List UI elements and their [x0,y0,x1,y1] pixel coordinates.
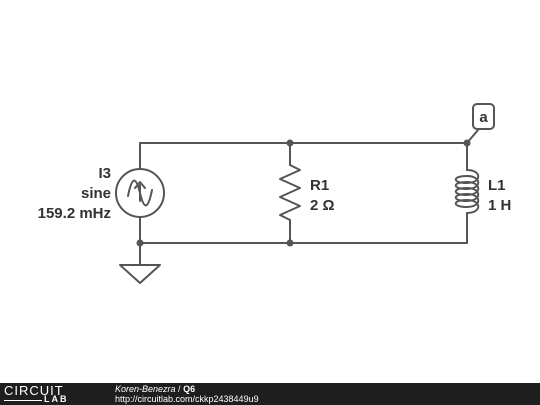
inductor-symbol [454,142,480,244]
junction-dot [286,139,294,147]
resistor-name-label: R1 [310,177,329,194]
junction-dot [136,239,144,247]
logo-text-bottom: LAB [44,394,69,404]
logo-text-top: CIRCUIT [4,383,64,398]
circuit-title[interactable]: Q6 [183,384,196,394]
footer-title-line: Koren-Benezra / Q6 [115,384,259,394]
resistor-value-label: 2 Ω [310,197,335,214]
inductor-value-label: 1 H [488,197,511,214]
junction-dot [463,139,471,147]
current-source-symbol [115,168,165,218]
source-name-label: I3 [98,165,111,182]
circuit-url[interactable]: http://circuitlab.com/ckkp2438449u9 [115,394,259,404]
probe-flag[interactable]: a [472,103,495,130]
circuitlab-logo[interactable]: CIRCUIT LAB [4,384,94,404]
junction-dot [286,239,294,247]
inductor-name-label: L1 [488,177,506,194]
source-type-label: sine [81,185,111,202]
source-freq-label: 159.2 mHz [38,205,111,222]
schematic-canvas: a I3 sine 159.2 mHz R1 2 Ω L1 1 H [38,103,511,284]
footer-info: Koren-Benezra / Q6 http://circuitlab.com… [115,384,259,404]
footer-bar: CIRCUIT LAB Koren-Benezra / Q6 http://ci… [0,383,540,405]
resistor-symbol [279,142,301,244]
logo-wire [4,400,42,401]
ground-symbol [119,264,161,284]
probe-label: a [479,109,488,126]
author-name[interactable]: Koren-Benezra [115,384,176,394]
footer-separator: / [175,384,184,394]
